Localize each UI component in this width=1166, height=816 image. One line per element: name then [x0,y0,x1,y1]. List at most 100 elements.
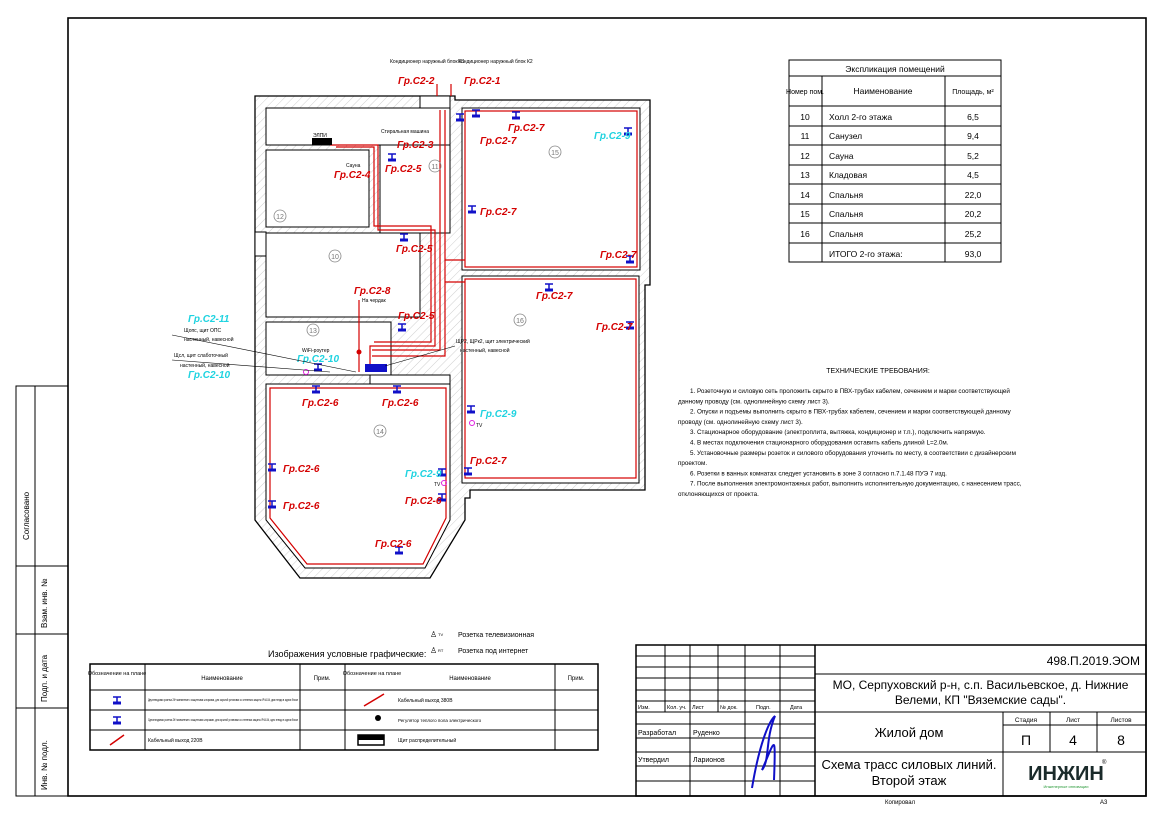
cable-380-icon [363,693,385,707]
doc-code: 498.П.2019.ЭОМ [1047,654,1140,668]
legend-header: Обозначение на плане [88,671,147,677]
legend-title: Изображения условные графические: [268,649,426,659]
group-label: Гр.С2-7 [470,456,507,467]
requirement-line: 4. В местах подключения стационарного об… [690,439,949,447]
room-area-cell: 22,0 [965,190,982,200]
group-label: Гр.С2-6 [283,501,320,512]
floor-heating-regulator-icon [375,715,381,721]
legend-header: Прим. [568,676,585,682]
sauna-panel [312,138,332,145]
legend-item: Щит распределительный [398,737,456,744]
group-label: Гр.С2-9 [405,469,442,480]
note-weak: Щсл, щит слаботочный [174,352,228,359]
requirement-line: отклоняющихся от проекта. [678,491,759,498]
group-label: Гр.С2-8 [354,286,391,297]
requirements-title: ТЕХНИЧЕСКИЕ ТРЕБОВАНИЯ: [826,368,930,375]
room-name-cell: Спальня [829,190,864,200]
stamp-agreed: Согласовано [22,491,31,540]
group-label: Гр.С2-6 [382,398,419,409]
note-panel2: настенный, навесной [460,347,510,354]
room-number: 12 [276,214,284,221]
tb-col-header: № док. [720,705,738,711]
tv-socket-legend-icon: ♙ [430,630,437,639]
note-wifi: WiFi-роутер [302,348,330,354]
requirement-line: 3. Стационарное оборудование (электропли… [690,428,986,436]
group-label: Гр.С2-3 [397,140,434,151]
sheet-value: 4 [1069,732,1077,748]
group-label: Гр.С2-1 [464,76,501,87]
group-label: Гр.С2-7 [596,322,633,333]
note-washer: Стиральная машина [381,129,429,135]
room-16 [461,275,640,484]
group-label: Гр.С2-7 [480,136,517,147]
network-socket-icon [303,369,309,375]
room-number-cell: 15 [800,209,810,219]
room-number: 11 [431,164,438,171]
group-label: Гр.С2-2 [398,76,435,87]
group-label: Гр.С2-7 [536,291,573,302]
group-label: Гр.С2-7 [508,123,545,134]
room-number-cell: 11 [801,131,810,141]
room-number: 15 [551,150,559,157]
room-number-cell: 10 [800,112,810,122]
single-socket-icon [112,716,122,726]
room-number: 13 [309,328,317,335]
room-number-cell: 13 [800,170,810,180]
stamp-sign-date: Подп. и дата [40,654,49,702]
sheets-label: Листов [1110,717,1132,724]
room-10 [265,232,421,318]
group-label: Гр.С2-7 [480,207,517,218]
requirement-line: 5. Установочные размеры розеток и силово… [690,449,1016,457]
sheets-value: 8 [1117,732,1125,748]
group-label: Гр.С2-11 [188,314,230,325]
legend-item: Двухгнездовая розетка 2К+заземление с за… [148,698,298,702]
requirement-line: данному проводу (см. однолинейную схему … [678,397,830,405]
legend-header: Наименование [201,676,243,682]
room-area-cell: 9,4 [967,131,979,141]
tv-socket-icon [469,420,475,426]
legend-item: Кабельный выход 380В [398,697,453,704]
room-name-cell: Холл 2-го этажа [829,112,892,122]
note-ops2: настенный, навесной [184,336,234,343]
cable-routes [269,84,638,565]
group-label: Гр.С2-6 [405,496,442,507]
note-sauna: Сауна [346,163,361,169]
floor-plan [254,95,651,579]
room-number: 10 [331,254,339,261]
object-name: Жилой дом [875,725,944,740]
note-ops: Щопс, щит ОПС [184,328,222,334]
legend-header: Прим. [314,676,331,682]
cable-220-icon [109,734,125,746]
signature [751,715,776,789]
group-label: Гр.С2-6 [283,464,320,475]
room-name-cell: Сауна [829,151,854,161]
group-label: Гр.С2-7 [600,250,637,261]
company-logo: ИНЖИН [1028,763,1104,785]
group-label: Гр.С2-5 [398,311,435,322]
role-approved-name: Ларионов [693,757,725,764]
company-logo-sub: Инженерные инновации [1043,784,1088,789]
legend-net: Розетка под интернет [458,648,529,655]
stage-value: П [1021,732,1031,748]
note-sauna-panel: ЭЛПИ [313,133,327,139]
room-number-cell: 16 [800,229,810,239]
tb-col-header: Подп. [756,705,771,711]
legend-item: Регулятор теплого пола электрического [398,718,482,723]
note-ac2: Кондиционер наружный блок К2 [458,58,533,65]
requirement-line: 1. Розеточную и силовую сеть проложить с… [690,387,1010,395]
double-socket-icon [112,696,122,706]
legend-header: Наименование [449,676,491,682]
format-label: А3 [1100,800,1108,806]
stamp-inv-original: Инв. № подл. [40,740,49,790]
requirement-line: проектом. [678,460,707,467]
tb-col-header: Кол. уч. [667,705,687,711]
requirement-line: 7. После выполнения электромонтажных раб… [690,480,1022,488]
note-tv: TV [476,423,483,429]
tv-socket-icon [441,480,447,486]
note-tv: TV [434,482,441,488]
col-header: Площадь, м² [952,89,994,96]
explication-title: Экспликация помещений [845,64,945,74]
distribution-panel [365,364,387,372]
legend-header: Обозначение на плане [343,671,402,677]
